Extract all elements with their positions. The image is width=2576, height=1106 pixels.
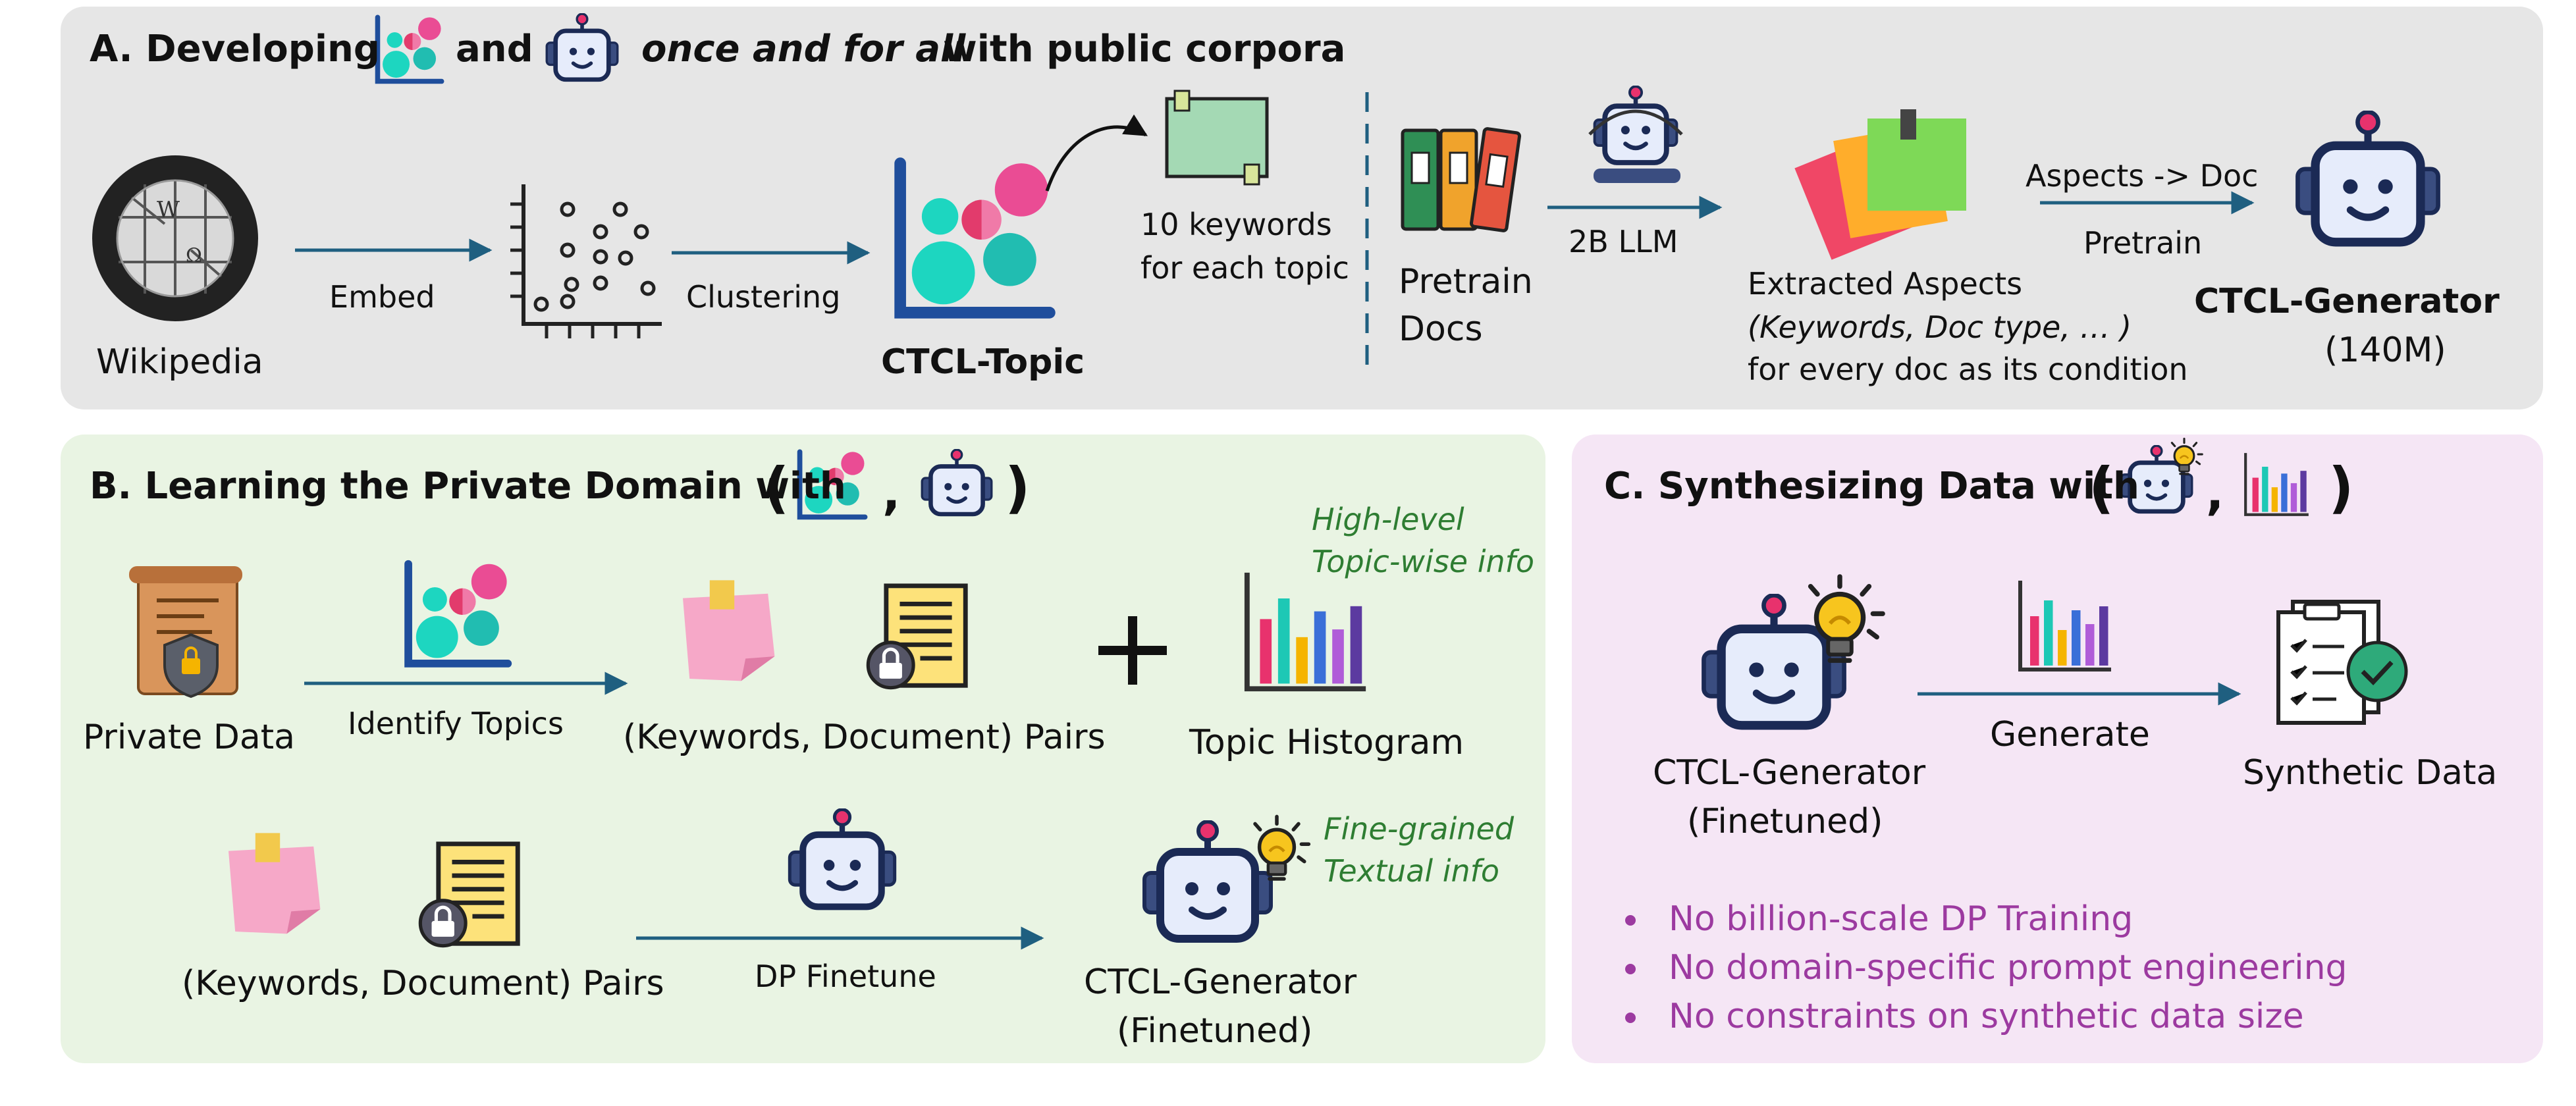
generator-size: (140M) bbox=[2324, 330, 2446, 370]
bullet-item-3: No constraints on synthetic data size bbox=[1669, 997, 2304, 1036]
panel-a bbox=[61, 7, 2543, 409]
llm-robot-icon bbox=[1588, 86, 1683, 183]
bullet-item-1: No billion-scale DP Training bbox=[1669, 899, 2133, 939]
private-scroll-icon bbox=[129, 566, 242, 698]
panel-a-title-italic: once and for all bbox=[641, 28, 966, 70]
panel-a-title-prefix: A. Developing bbox=[90, 28, 380, 70]
aspects-doc-label: Aspects -> Doc bbox=[2026, 158, 2259, 194]
pretrain-docs-line2: Docs bbox=[1399, 309, 1483, 349]
embed-label: Embed bbox=[329, 279, 435, 315]
wikipedia-globe-icon: W Ω bbox=[92, 155, 258, 321]
finetuned-gen-line1: CTCL-Generator bbox=[1084, 962, 1357, 1002]
robot-icon bbox=[922, 450, 992, 514]
panel-b bbox=[61, 434, 1545, 1063]
topic-cluster-icon bbox=[377, 17, 441, 81]
c-generator-line2: (Finetuned) bbox=[1687, 802, 1883, 841]
robot-icon bbox=[547, 14, 618, 80]
fine-grained-line2: Textual info bbox=[1324, 853, 1499, 889]
keyword-sticky-icon-2 bbox=[228, 833, 321, 934]
panel-a-title-suffix: with public corpora bbox=[943, 28, 1346, 70]
finetuned-robot-icon bbox=[1144, 822, 1271, 939]
pairs-label-2: (Keywords, Document) Pairs bbox=[182, 964, 664, 1003]
finetuned-gen-line2: (Finetuned) bbox=[1117, 1011, 1313, 1051]
aspects-notes-icon bbox=[1794, 109, 1966, 260]
synthetic-data-label: Synthetic Data bbox=[2243, 753, 2498, 793]
binders-icon bbox=[1401, 127, 1522, 232]
keywords-line1: 10 keywords bbox=[1140, 207, 1332, 242]
panel-c bbox=[1572, 434, 2543, 1063]
pairs-label-1: (Keywords, Document) Pairs bbox=[623, 718, 1106, 757]
ctcl-generator-robot-icon bbox=[2297, 112, 2438, 242]
pretrain-docs-line1: Pretrain bbox=[1399, 262, 1533, 302]
panel-a-title-and: and bbox=[456, 28, 533, 70]
clustering-label: Clustering bbox=[686, 279, 841, 315]
plus-icon bbox=[1098, 616, 1167, 685]
keywords-curve-arrow bbox=[1045, 114, 1148, 192]
keywords-line2: for each topic bbox=[1140, 250, 1349, 286]
bulb-icon bbox=[1255, 816, 1308, 879]
panel-c-title-comma: , bbox=[2206, 465, 2224, 520]
generate-label: Generate bbox=[1990, 715, 2150, 754]
histogram-icon bbox=[2245, 453, 2309, 515]
svg-text:Ω: Ω bbox=[186, 244, 202, 267]
llm-label: 2B LLM bbox=[1569, 224, 1678, 259]
high-level-line1: High-level bbox=[1312, 502, 1464, 537]
extracted-line2: (Keywords, Doc type, … ) bbox=[1748, 309, 2132, 345]
fine-grained-line1: Fine-grained bbox=[1324, 811, 1515, 847]
identify-topic-icon bbox=[408, 564, 508, 664]
topic-histogram-icon bbox=[1247, 573, 1366, 689]
ctcl-topic-label: CTCL-Topic bbox=[881, 342, 1085, 382]
keyword-note-icon bbox=[1165, 90, 1269, 186]
checked-document-icon bbox=[2276, 600, 2408, 725]
high-level-line2: Topic-wise info bbox=[1312, 544, 1534, 579]
pretrain-label: Pretrain bbox=[2083, 225, 2203, 261]
generator-label: CTCL-Generator bbox=[2194, 282, 2500, 321]
base-robot-icon bbox=[790, 810, 894, 907]
locked-document-icon-2 bbox=[420, 844, 518, 946]
panel-c-title-close-paren: ) bbox=[2328, 456, 2354, 520]
bullet-dots bbox=[1625, 915, 1636, 1023]
bullet-item-2: No domain-specific prompt engineering bbox=[1669, 948, 2348, 988]
identify-topics-label: Identify Topics bbox=[348, 706, 564, 741]
generate-histogram-icon bbox=[2020, 581, 2111, 670]
panel-b-title-comma: , bbox=[882, 465, 901, 520]
dp-finetune-label: DP Finetune bbox=[755, 959, 936, 994]
scatter-plot-icon bbox=[510, 184, 662, 338]
private-data-label: Private Data bbox=[83, 718, 295, 757]
keyword-sticky-icon bbox=[683, 580, 775, 681]
panel-b-title-prefix: B. Learning the Private Domain with bbox=[90, 465, 846, 508]
ctcl-topic-icon bbox=[900, 163, 1050, 313]
extracted-line3: for every doc as its condition bbox=[1748, 352, 2188, 387]
panel-b-title-open-paren: ( bbox=[764, 456, 790, 520]
locked-document-icon bbox=[868, 586, 965, 688]
topic-histogram-label: Topic Histogram bbox=[1189, 723, 1464, 762]
svg-text:W: W bbox=[157, 197, 180, 223]
panel-b-title-close-paren: ) bbox=[1005, 456, 1031, 520]
extracted-line1: Extracted Aspects bbox=[1748, 266, 2023, 302]
panel-c-title-prefix: C. Synthesizing Data with bbox=[1604, 465, 2139, 508]
panel-c-title-open-paren: ( bbox=[2089, 456, 2114, 520]
c-generator-line1: CTCL-Generator bbox=[1653, 753, 1926, 793]
wikipedia-label: Wikipedia bbox=[96, 342, 263, 382]
